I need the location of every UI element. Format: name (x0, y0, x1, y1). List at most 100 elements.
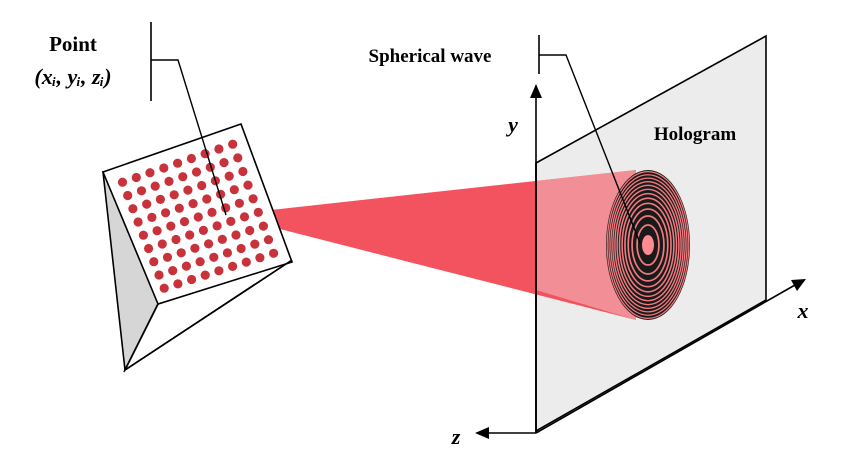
point-dot (166, 221, 176, 231)
fringe-ring (631, 215, 665, 275)
point-dot (149, 257, 159, 267)
point-dot (152, 226, 162, 236)
point-dot (204, 239, 214, 249)
point-dot (117, 177, 128, 187)
point-dot (159, 163, 169, 173)
point-dot (178, 172, 188, 182)
point-dot (234, 198, 244, 208)
point-dot (173, 158, 183, 168)
point-dot (161, 208, 171, 218)
fringe-ring (606, 171, 690, 320)
x-axis-arrowhead (791, 279, 806, 291)
hologram-label: Hologram (654, 124, 736, 145)
point-dot (200, 270, 210, 280)
fringe-ring (624, 202, 672, 288)
point-dot (159, 283, 169, 293)
fringe-ring (608, 174, 688, 316)
point-coordinate-label: (xᵢ, yᵢ, zᵢ) (34, 64, 111, 89)
fringe-ring (618, 192, 678, 298)
point-dot (197, 180, 207, 191)
point-dot (214, 144, 224, 154)
point-dot (228, 139, 238, 149)
point-dot (190, 243, 200, 253)
point-dot (224, 171, 234, 181)
point-dot (263, 235, 274, 245)
point-dot (253, 207, 263, 217)
spherical-wave-label: Spherical wave (369, 46, 492, 67)
point-dot (245, 225, 255, 236)
point-dot (233, 153, 243, 163)
point-dot (188, 199, 198, 209)
point-leader-line (151, 59, 227, 216)
fringe-ring (614, 184, 682, 306)
fringe-ring (612, 180, 684, 310)
point-dot (164, 176, 174, 186)
point-dot (187, 274, 197, 285)
point-dot (168, 266, 178, 276)
fringe-ring (627, 208, 669, 282)
point-dot (236, 243, 246, 254)
spherical-wave-beam-through-plane (536, 170, 636, 320)
point-dot (185, 230, 195, 240)
fringe-ring (616, 188, 680, 302)
point-dot (174, 203, 184, 213)
point-dot (243, 180, 253, 190)
point-dot (181, 261, 191, 271)
point-dot (217, 234, 227, 244)
point-dot (209, 252, 219, 262)
fringe-center (642, 235, 654, 255)
point-dot (191, 167, 202, 177)
point-dot (255, 253, 265, 263)
point-cloud-grid (117, 139, 279, 293)
point-dot (176, 248, 186, 258)
point-dot (250, 239, 260, 249)
point-label: Point (49, 32, 97, 56)
point-dot (248, 194, 258, 204)
point-dot (133, 217, 143, 227)
point-dot (169, 190, 179, 200)
x-axis-line (535, 284, 796, 434)
z-axis-label: z (451, 424, 461, 449)
fringe-ring (621, 197, 675, 293)
point-dot (198, 225, 208, 235)
point-dot (128, 204, 138, 214)
point-dot (239, 212, 250, 222)
point-dot (136, 186, 147, 196)
point-dot (212, 221, 222, 231)
x-axis-label: x (797, 298, 809, 323)
point-dot (179, 217, 190, 227)
y-axis-arrowhead (530, 84, 542, 98)
point-dot (171, 234, 181, 245)
point-dot (155, 194, 165, 204)
z-axis-arrowhead (475, 427, 489, 439)
point-dot (183, 185, 193, 195)
point-dot (231, 230, 241, 240)
cube-bottom-edge (124, 303, 159, 371)
spherical-wave-beam (225, 170, 636, 320)
point-dot (162, 252, 173, 262)
point-dot (219, 158, 229, 168)
point-dot (195, 257, 205, 267)
point-dot (228, 261, 238, 271)
interference-fringe-pattern (606, 170, 690, 320)
cube-bottom-right-edge (124, 259, 293, 371)
y-axis-label: y (505, 112, 518, 137)
fringe-ring (636, 224, 660, 266)
point-dot (214, 266, 224, 276)
point-dot (150, 181, 160, 191)
spherical-wave-leader-line (539, 54, 641, 244)
point-dot (144, 243, 154, 254)
point-dot (229, 185, 239, 195)
point-dot (154, 270, 164, 280)
point-dot (222, 248, 232, 258)
point-dot (202, 194, 212, 204)
point-dot (138, 230, 148, 240)
point-dot (142, 199, 152, 209)
point-dot (186, 153, 196, 164)
point-dot (173, 279, 183, 289)
point-dot (226, 216, 236, 226)
point-dot (147, 212, 157, 222)
point-dot (145, 168, 155, 178)
point-dot (269, 248, 279, 258)
point-dot (131, 172, 141, 183)
